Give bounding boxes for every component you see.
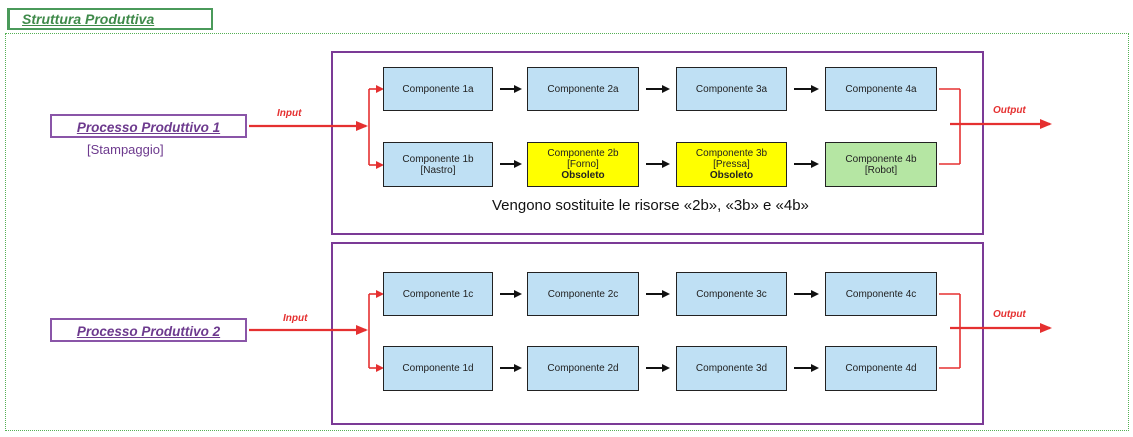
process-1-output-label: Output bbox=[993, 105, 1026, 116]
production-structure-frame bbox=[5, 33, 1129, 431]
component-3b-status: Obsoleto bbox=[709, 170, 754, 181]
component-3a-label: Componente 3a bbox=[695, 83, 768, 95]
component-1a-label: Componente 1a bbox=[402, 83, 474, 95]
component-3d-label: Componente 3d bbox=[695, 363, 768, 374]
component-2c-label: Componente 2c bbox=[547, 288, 619, 300]
component-3b: Componente 3b [Pressa] Obsoleto bbox=[676, 142, 787, 187]
component-1c-label: Componente 1c bbox=[402, 288, 474, 300]
process-2-label: Processo Produttivo 2 bbox=[50, 318, 247, 342]
component-1d: Componente 1d bbox=[383, 346, 493, 391]
component-1c: Componente 1c bbox=[383, 272, 493, 316]
component-3c-label: Componente 3c bbox=[696, 288, 767, 300]
process-1-sublabel: [Stampaggio] bbox=[87, 142, 164, 157]
component-3c: Componente 3c bbox=[676, 272, 787, 316]
component-3a: Componente 3a bbox=[676, 67, 787, 111]
component-4a: Componente 4a bbox=[825, 67, 937, 111]
component-3b-label: Componente 3b bbox=[695, 148, 768, 159]
component-1b-resource: [Nastro] bbox=[420, 164, 456, 176]
component-2a-label: Componente 2a bbox=[547, 83, 619, 95]
component-2d: Componente 2d bbox=[527, 346, 639, 391]
component-1b-label: Componente 1b bbox=[402, 153, 474, 165]
component-1b: Componente 1b [Nastro] bbox=[383, 142, 493, 187]
process-2-label-text: Processo Produttivo 2 bbox=[76, 324, 221, 339]
component-1a: Componente 1a bbox=[383, 67, 493, 111]
component-4c-label: Componente 4c bbox=[845, 288, 917, 300]
component-4d: Componente 4d bbox=[825, 346, 937, 391]
component-2d-label: Componente 2d bbox=[547, 363, 619, 374]
component-2b-label: Componente 2b bbox=[547, 148, 619, 159]
component-3b-resource: [Pressa] bbox=[713, 159, 750, 170]
component-3d: Componente 3d bbox=[676, 346, 787, 391]
process-1-label-text: Processo Produttivo 1 bbox=[76, 120, 221, 135]
component-2a: Componente 2a bbox=[527, 67, 639, 111]
component-4b: Componente 4b [Robot] bbox=[825, 142, 937, 187]
diagram-title: Struttura Produttiva bbox=[22, 11, 155, 27]
component-4d-label: Componente 4d bbox=[845, 363, 917, 374]
component-2b-resource: [Forno] bbox=[567, 159, 599, 170]
process-2-input-label: Input bbox=[283, 313, 308, 324]
component-4a-label: Componente 4a bbox=[845, 83, 917, 95]
component-4c: Componente 4c bbox=[825, 272, 937, 316]
process-1-label: Processo Produttivo 1 bbox=[50, 114, 247, 138]
component-2b-status: Obsoleto bbox=[561, 170, 605, 181]
process-1-input-label: Input bbox=[277, 108, 302, 119]
replacement-caption: Vengono sostituite le risorse «2b», «3b»… bbox=[492, 197, 809, 214]
component-2b: Componente 2b [Forno] Obsoleto bbox=[527, 142, 639, 187]
diagram-title-box: Struttura Produttiva bbox=[7, 8, 213, 30]
component-4b-resource: [Robot] bbox=[864, 164, 898, 176]
component-1d-label: Componente 1d bbox=[402, 363, 474, 374]
process-2-output-label: Output bbox=[993, 309, 1026, 320]
component-4b-label: Componente 4b bbox=[845, 153, 917, 165]
component-2c: Componente 2c bbox=[527, 272, 639, 316]
